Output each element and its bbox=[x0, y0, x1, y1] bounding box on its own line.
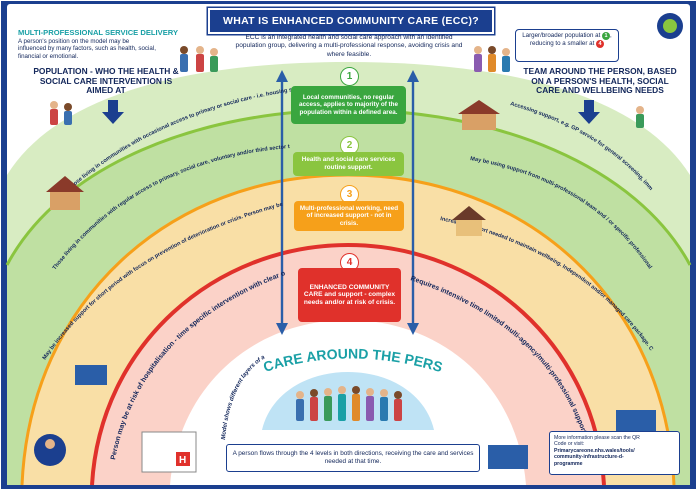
level-3-box: Multi-professional working, need of incr… bbox=[294, 201, 404, 231]
title-banner: WHAT IS ENHANCED COMMUNITY CARE (ECC)? bbox=[208, 8, 494, 34]
house-left bbox=[46, 176, 84, 210]
house-right bbox=[458, 100, 500, 130]
laptop-left bbox=[75, 365, 107, 385]
level-4-number: 4 bbox=[340, 253, 359, 272]
level-1-number: 1 bbox=[340, 67, 359, 86]
house-right-2 bbox=[452, 206, 486, 236]
info-link[interactable]: Primarycareone.nhs.wales/tools/ communit… bbox=[554, 447, 635, 467]
bottom-caption: A person flows through the 4 levels in b… bbox=[226, 444, 480, 472]
level-4-box: ENHANCED COMMUNITY CARE and support - co… bbox=[298, 268, 401, 322]
callout-pre: Larger/broader population at bbox=[522, 32, 601, 39]
population-heading: POPULATION - WHO THE HEALTH & SOCIAL CAR… bbox=[33, 66, 179, 96]
team-heading: TEAM AROUND THE PERSON, BASED ON A PERSO… bbox=[523, 66, 677, 96]
care-group bbox=[296, 386, 402, 421]
video-call-screen bbox=[616, 410, 656, 434]
left-heading: MULTI-PROFESSIONAL SERVICE DELIVERY bbox=[18, 28, 179, 37]
callout-level-4: 4 bbox=[596, 40, 605, 48]
team-arrow bbox=[578, 100, 600, 124]
svg-text:H: H bbox=[179, 455, 186, 466]
level-1-box: Local communities, no regular access, ap… bbox=[291, 86, 406, 124]
band-4-edge bbox=[90, 242, 606, 486]
info-box: More information please scan the QR Code… bbox=[549, 431, 680, 475]
flow-arrows bbox=[276, 70, 419, 335]
care-dome bbox=[262, 372, 434, 430]
laptop-right bbox=[488, 445, 528, 469]
info-line: More information please scan the QR Code… bbox=[554, 435, 640, 448]
left-subtext: A person's position on the model may be … bbox=[18, 38, 156, 60]
level-2-box: Health and social care services routine … bbox=[293, 152, 404, 176]
population-arrow bbox=[102, 100, 124, 124]
person-badge bbox=[34, 434, 66, 466]
intro-text: ECC is an integrated health and social c… bbox=[235, 34, 463, 58]
callout-mid: , reducing to a smaller at bbox=[529, 32, 612, 47]
population-callout: Larger/broader population at 1, reducing… bbox=[515, 29, 619, 62]
callout-level-1: 1 bbox=[602, 32, 611, 40]
hospital-icon: H bbox=[141, 431, 197, 473]
